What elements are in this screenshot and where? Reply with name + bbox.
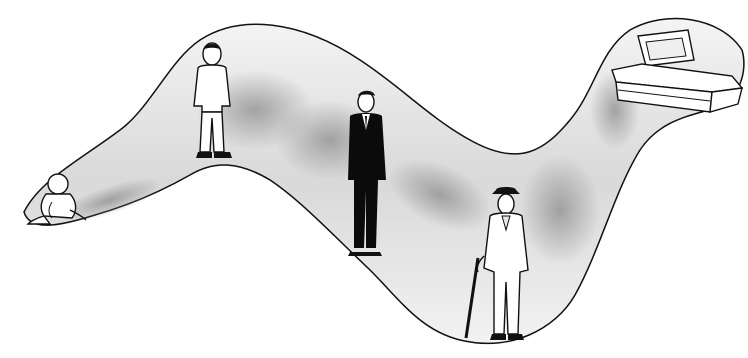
path-shadow [520, 155, 600, 265]
